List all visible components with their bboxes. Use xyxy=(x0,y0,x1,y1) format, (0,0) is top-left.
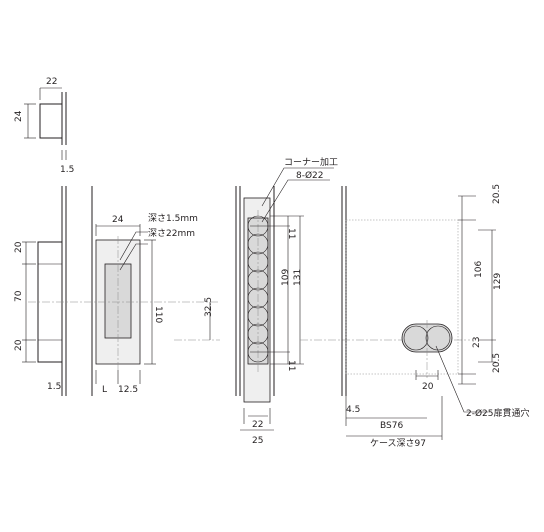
dim-side-20a: 20 xyxy=(14,241,24,253)
top-view-body xyxy=(39,103,63,139)
dim-case-20: 20 xyxy=(422,382,434,392)
dim-backset: BS76 xyxy=(380,421,403,431)
through-hole-1 xyxy=(403,325,429,351)
dim-mortise-22: 22 xyxy=(252,420,263,430)
dim-case-205b: 20.5 xyxy=(492,353,502,373)
dim-side-70: 70 xyxy=(14,290,24,302)
dim-side-20b: 20 xyxy=(14,339,24,351)
holes-note: 8-Ø22 xyxy=(296,170,324,181)
dim-side-offset: 1.5 xyxy=(47,382,61,392)
mortise-view xyxy=(235,167,334,431)
dim-case-23: 23 xyxy=(472,337,482,348)
dim-case-106: 106 xyxy=(474,261,484,278)
face-plate-view xyxy=(91,186,156,396)
depth-note-2: 深さ22mm xyxy=(148,228,195,239)
dim-case-depth: ケース深さ97 xyxy=(370,438,426,449)
dim-top-width: 22 xyxy=(46,77,57,87)
dim-center: 32.5 xyxy=(204,297,214,317)
dim-case-129: 129 xyxy=(493,273,503,290)
dim-top-offset: 1.5 xyxy=(60,165,74,175)
depth-note-1: 深さ1.5mm xyxy=(148,213,198,224)
lock-case-outline xyxy=(345,219,459,375)
case-view xyxy=(341,186,496,440)
top-view xyxy=(24,87,67,160)
dim-case-45: 4.5 xyxy=(346,405,360,415)
dim-face-L: L xyxy=(102,385,107,395)
dim-case-205a: 20.5 xyxy=(492,184,502,204)
dim-hole-131: 131 xyxy=(293,269,303,286)
through-hole-note: 2-Ø25扉貫通穴 xyxy=(466,407,530,419)
dim-face-height: 110 xyxy=(153,306,163,323)
side-view xyxy=(22,186,67,396)
dim-face-width: 24 xyxy=(112,215,124,225)
dim-hole-11a: 11 xyxy=(286,228,296,239)
dim-face-125: 12.5 xyxy=(118,385,138,395)
dim-hole-109: 109 xyxy=(281,269,291,286)
corner-note: コーナー加工 xyxy=(284,157,338,168)
dim-hole-11b: 11 xyxy=(286,360,296,371)
dim-mortise-25: 25 xyxy=(252,436,263,446)
dim-top-height: 24 xyxy=(14,110,24,122)
